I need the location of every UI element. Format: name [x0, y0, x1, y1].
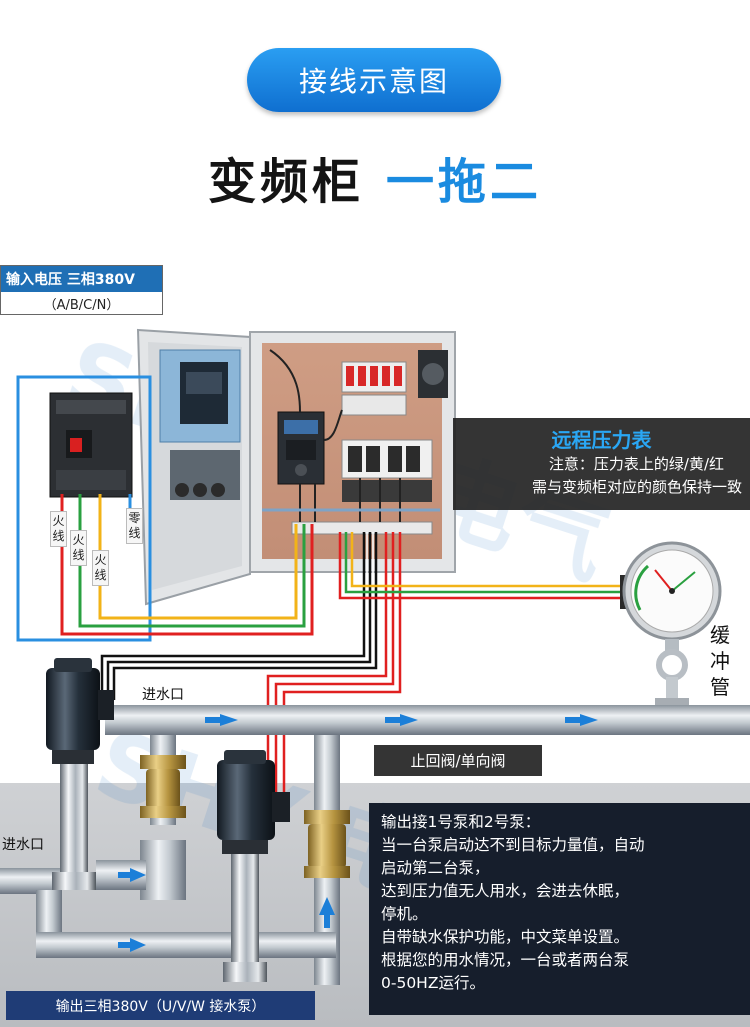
input-voltage-subtitle: （A/B/C/N） — [43, 298, 120, 313]
gauge-wires — [338, 532, 630, 600]
title-accent: 一拖二 — [386, 154, 543, 210]
contactor-row — [341, 439, 433, 502]
info-line: 当一台泵启动达不到目标力量值，自动 — [381, 836, 645, 854]
output-wires-pump2 — [266, 532, 402, 800]
check-valve-2 — [304, 810, 350, 878]
main-breaker — [49, 392, 133, 498]
inlet-label-left: 进水口 — [2, 837, 44, 853]
info-line: 自带缺水保护功能，中文菜单设置。 — [381, 928, 630, 946]
pump-1 — [46, 658, 114, 890]
gauge-note-box: 远程压力表 注意：压力表上的绿/黄/红 需与变频柜对应的颜色保持一致 — [453, 418, 750, 510]
wire-label-live-2: 火线 — [70, 530, 87, 566]
info-line: 停机。 — [381, 905, 428, 923]
check-valve-1 — [140, 755, 186, 818]
terminal-block — [291, 521, 433, 535]
pump-2 — [217, 750, 290, 982]
inlet-label-top: 进水口 — [142, 687, 184, 703]
breaker-row — [341, 361, 407, 416]
input-voltage-box: 输入电压 三相380V （A/B/C/N） — [0, 265, 163, 315]
section-badge: 接线示意图 — [247, 48, 501, 112]
gauge-note-title: 远程压力表 — [551, 428, 652, 452]
control-cabinet — [136, 328, 456, 606]
info-line: 0-50HZ运行。 — [381, 974, 485, 992]
buffer-tube-label: 缓冲管 — [710, 623, 730, 699]
info-box: 输出接1号泵和2号泵： 当一台泵启动达不到目标力量值，自动 启动第二台泵， 达到… — [369, 803, 750, 1015]
title-main: 变频柜 — [207, 154, 364, 210]
info-line: 启动第二台泵， — [381, 859, 490, 877]
gauge-note-line2: 需与变频柜对应的颜色保持一致 — [531, 478, 742, 496]
wire-label-live-1: 火线 — [50, 511, 67, 547]
wire-label-live-3: 火线 — [92, 550, 109, 586]
main-pipe — [105, 705, 750, 735]
info-line: 达到压力值无人用水，会进去休眠， — [381, 882, 630, 900]
gauge-note-line1: 注意：压力表上的绿/黄/红 — [548, 455, 724, 473]
flow-arrows — [205, 714, 598, 726]
page-title: 变频柜一拖二 — [0, 142, 750, 212]
pressure-gauge — [620, 541, 722, 706]
inlet-pipe-horizontal — [0, 868, 60, 894]
output-voltage-label: 输出三相380V（U/V/W 接水泵） — [6, 991, 315, 1020]
input-voltage-title: 输入电压 三相380V — [1, 266, 162, 292]
wire-label-neutral: 零线 — [126, 508, 143, 544]
check-valve-label: 止回阀/单向阀 — [374, 745, 542, 776]
info-line: 输出接1号泵和2号泵： — [381, 813, 541, 831]
info-line: 根据您的用水情况，一台或者两台泵 — [381, 951, 630, 969]
